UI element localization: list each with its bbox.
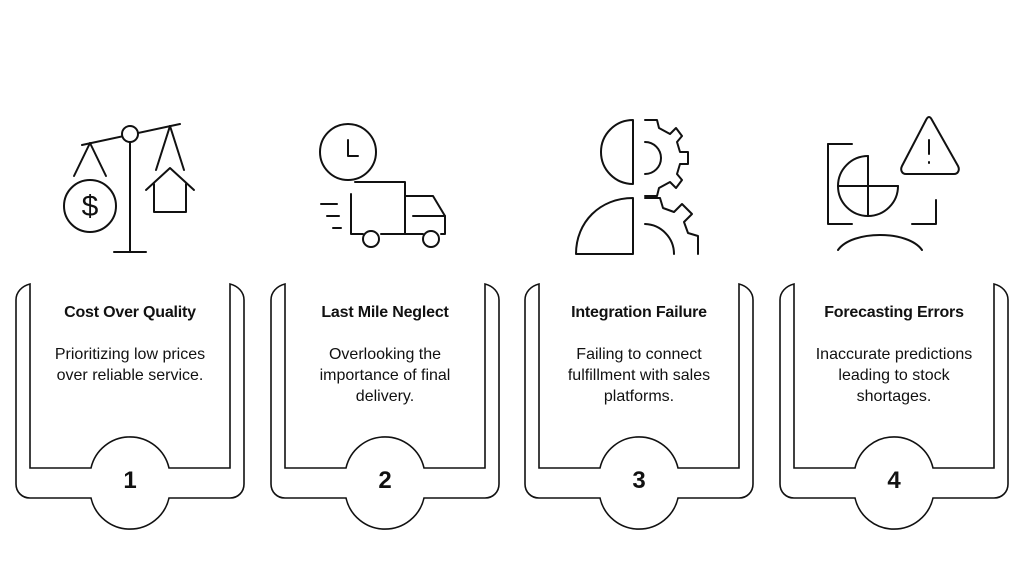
step-description: Inaccurate predictions leading to stock … <box>815 346 973 405</box>
step-card-2: Last Mile Neglect Overlooking the import… <box>270 282 500 530</box>
step-title: Integration Failure <box>571 304 707 321</box>
step-card-3: Integration Failure Failing to connect f… <box>524 282 754 530</box>
step-card-4: Forecasting Errors Inaccurate prediction… <box>779 282 1009 530</box>
person-gears-icon <box>560 112 720 262</box>
step-description: Prioritizing low prices over reliable se… <box>54 346 206 384</box>
step-description: Overlooking the importance of final deli… <box>319 346 451 405</box>
card-frame <box>15 282 245 530</box>
pie-chart-warning-icon <box>812 112 972 262</box>
card-frame <box>524 282 754 530</box>
card-frame <box>779 282 1009 530</box>
step-number: 4 <box>887 467 901 494</box>
step-description: Failing to connect fulfillment with sale… <box>567 346 711 405</box>
step-number: 2 <box>378 467 392 494</box>
svg-text:$: $ <box>82 190 99 223</box>
step-title: Last Mile Neglect <box>321 304 449 321</box>
card-frame <box>270 282 500 530</box>
step-number: 1 <box>123 467 137 494</box>
step-title: Cost Over Quality <box>64 304 196 321</box>
clock-delivery-truck-icon <box>305 112 465 262</box>
scale-dollar-house-icon: $ <box>50 112 210 262</box>
step-number: 3 <box>632 467 646 494</box>
step-card-1: Cost Over Quality Prioritizing low price… <box>15 282 245 530</box>
step-title: Forecasting Errors <box>824 304 964 321</box>
